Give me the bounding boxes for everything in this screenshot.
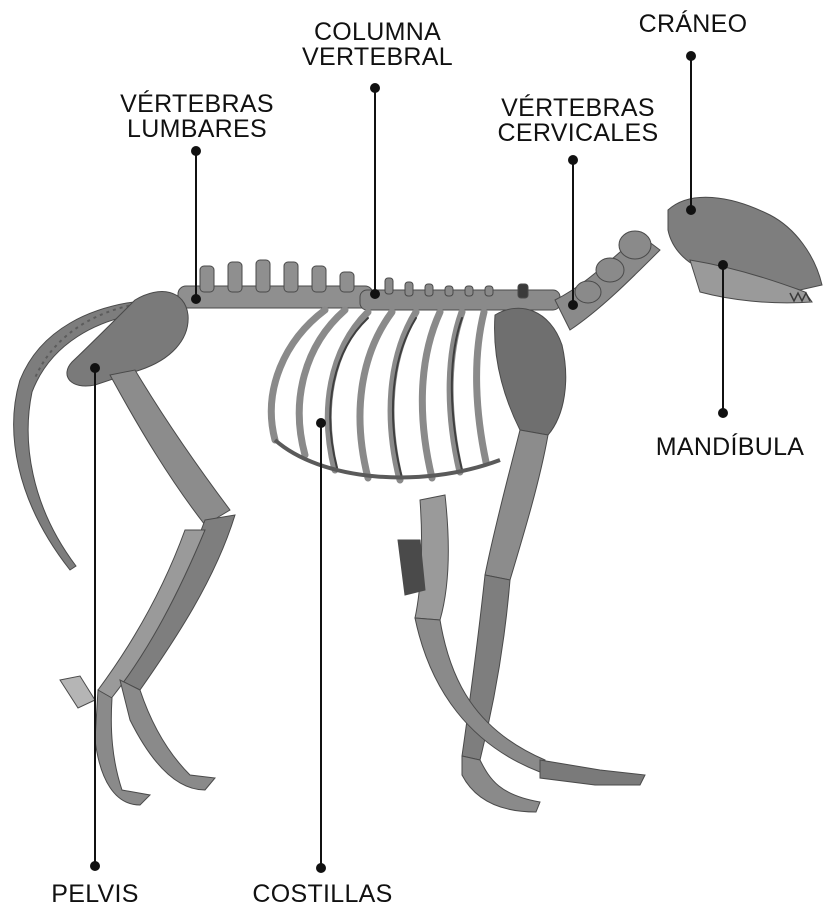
cervical-vertebrae <box>555 231 660 330</box>
label-lumbares-line2: LUMBARES <box>112 117 282 142</box>
label-columna-line1: COLUMNA <box>295 20 460 45</box>
label-vertebras-cervicales: VÉRTEBRAS CERVICALES <box>488 96 668 146</box>
label-cervicales-line2: CERVICALES <box>488 121 668 146</box>
scapula <box>495 308 566 435</box>
hind-leg <box>60 370 235 805</box>
lumbar-vertebrae <box>178 260 373 308</box>
label-craneo-text: CRÁNEO <box>628 12 758 37</box>
label-columna-vertebral: COLUMNA VERTEBRAL <box>295 20 460 70</box>
label-costillas-text: COSTILLAS <box>245 882 400 907</box>
thoracic-vertebrae <box>360 278 560 310</box>
label-mandibula-text: MANDÍBULA <box>640 435 820 460</box>
label-mandibula: MANDÍBULA <box>640 435 820 460</box>
label-pelvis-text: PELVIS <box>40 882 150 907</box>
label-columna-line2: VERTEBRAL <box>295 45 460 70</box>
label-vertebras-lumbares: VÉRTEBRAS LUMBARES <box>112 92 282 142</box>
rib-shadows <box>330 318 462 478</box>
sternum <box>275 440 500 477</box>
label-craneo: CRÁNEO <box>628 12 758 37</box>
front-legs <box>398 430 645 812</box>
label-lumbares-line1: VÉRTEBRAS <box>112 92 282 117</box>
label-cervicales-line1: VÉRTEBRAS <box>488 96 668 121</box>
label-pelvis: PELVIS <box>40 882 150 907</box>
ribs <box>271 310 486 480</box>
label-costillas: COSTILLAS <box>245 882 400 907</box>
